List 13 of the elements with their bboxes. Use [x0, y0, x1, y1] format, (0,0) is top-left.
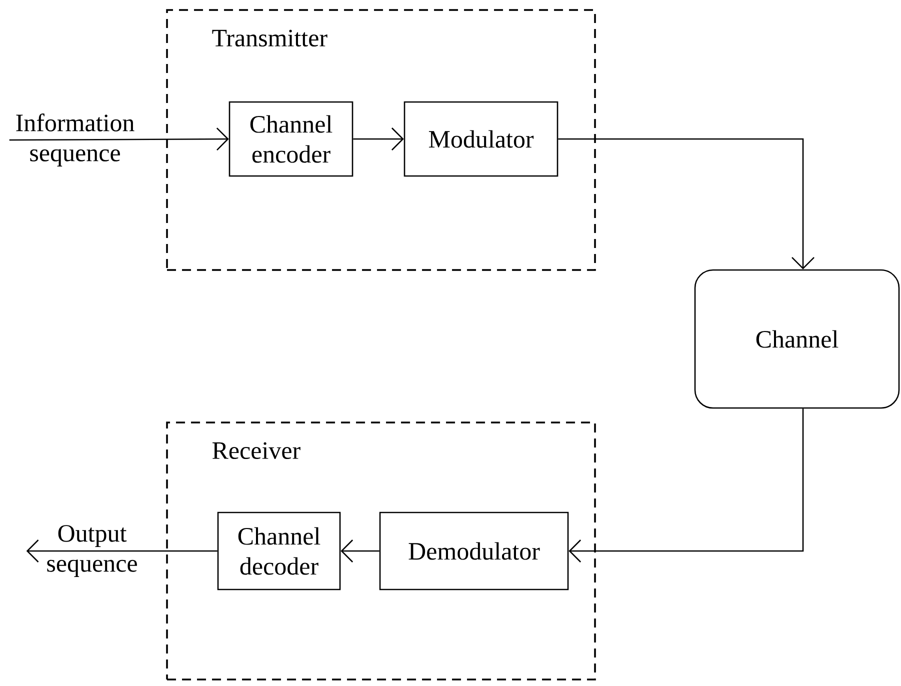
arrow	[26, 540, 218, 562]
arrow	[353, 128, 404, 150]
process-box: Demodulator	[379, 512, 569, 590]
arrow	[558, 138, 814, 270]
input-label: Information sequence	[16, 114, 134, 166]
arrow	[568, 408, 804, 562]
process-box: Channel decoder	[217, 512, 341, 590]
output-label: Output sequence	[47, 525, 137, 577]
arrow	[9, 128, 229, 151]
process-box: Channel encoder	[228, 101, 354, 177]
channel-box: Channel	[694, 269, 900, 409]
arrow	[340, 540, 380, 562]
process-box: Modulator	[404, 101, 558, 177]
